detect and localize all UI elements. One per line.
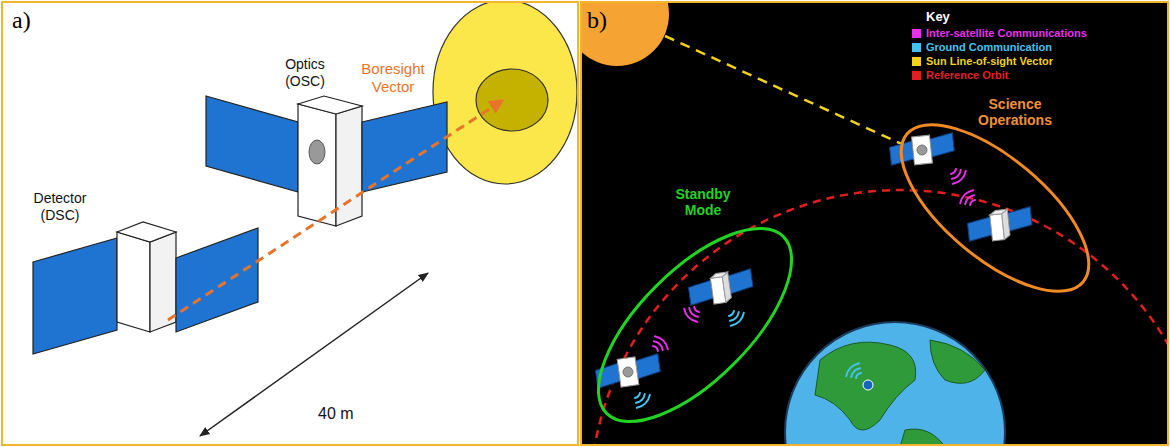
sun-disk (433, 3, 577, 184)
legend-text: Inter-satellite Communications (926, 26, 1087, 40)
ground-link (846, 363, 861, 378)
spacecraft-label: Detector (DSC) (25, 190, 95, 224)
ellipse-outline (896, 120, 1094, 296)
earth (785, 322, 1005, 444)
bus-face (336, 106, 362, 226)
target-region (476, 69, 548, 131)
solar-panel (206, 96, 298, 192)
formation-figure (33, 3, 577, 436)
sun-disk (582, 3, 669, 66)
panel-frame: b) Standby Mode Science Operations (580, 1, 1169, 446)
continent (815, 342, 916, 430)
bus-face (117, 232, 150, 332)
ellipse-outline (568, 198, 823, 447)
crosslink (653, 336, 668, 351)
legend-row: Ground Communication (912, 40, 1152, 54)
solar-panel (176, 228, 258, 332)
crosslink (960, 190, 975, 205)
legend-title: Key (926, 9, 986, 25)
legend-row: Inter-satellite Communications (912, 26, 1152, 40)
spacecraft-label: Optics (OSC) (270, 56, 340, 90)
legend-swatch (912, 29, 921, 38)
boresight-arrow (168, 100, 503, 320)
vector-label: Boresight Vector (351, 60, 435, 96)
legend-row: Sun Line-of-sight Vector (912, 54, 1152, 68)
legend-swatch (912, 57, 921, 66)
bus-face (117, 222, 176, 242)
legend-text: Ground Communication (926, 40, 1052, 54)
bus-face (298, 96, 362, 114)
ground-station (863, 380, 873, 390)
satellite (889, 133, 956, 168)
dimension-arrow (200, 273, 428, 436)
mode-ellipse: Science Operations (896, 120, 1094, 296)
solar-panel (33, 238, 117, 354)
space-ground (582, 3, 1167, 444)
mode-ellipse: Standby Mode (595, 225, 795, 425)
mode-label: Science Operations (971, 96, 1059, 128)
legend-text: Reference Orbit (926, 68, 1009, 82)
panel-letter: b) (587, 6, 627, 34)
continent (900, 429, 945, 444)
satellite (967, 207, 1034, 244)
legend-swatch (912, 43, 921, 52)
ellipse-outline (875, 96, 1115, 320)
detector-spacecraft (33, 222, 258, 354)
legend-swatch (912, 71, 921, 80)
sun-vector (665, 36, 906, 146)
label-holder: Key (926, 9, 986, 25)
solar-panel (362, 102, 447, 192)
ground-link (635, 393, 650, 408)
label-holder: Optics (OSC) (270, 56, 340, 90)
label-holder: Boresight Vector (351, 60, 435, 96)
optics-lens (309, 140, 325, 164)
ellipse-outline (595, 225, 795, 425)
ground-link (729, 311, 744, 326)
satellite (687, 269, 755, 308)
bus-face (298, 104, 336, 226)
dimension-label: 40 m (318, 404, 378, 424)
legend: Inter-satellite CommunicationsGround Com… (912, 26, 1152, 82)
label-holder: 40 m (318, 404, 378, 424)
mode-label: Standby Mode (667, 186, 739, 218)
orbit-figure (582, 3, 1167, 444)
legend-row: Reference Orbit (912, 68, 1152, 82)
crosslink (684, 307, 699, 322)
crosslink (951, 169, 966, 184)
panel-letter: a) (12, 6, 52, 34)
earth-disk (785, 322, 1005, 444)
continent (930, 340, 985, 383)
label-holder: Detector (DSC) (25, 190, 95, 224)
legend-text: Sun Line-of-sight Vector (926, 54, 1053, 68)
